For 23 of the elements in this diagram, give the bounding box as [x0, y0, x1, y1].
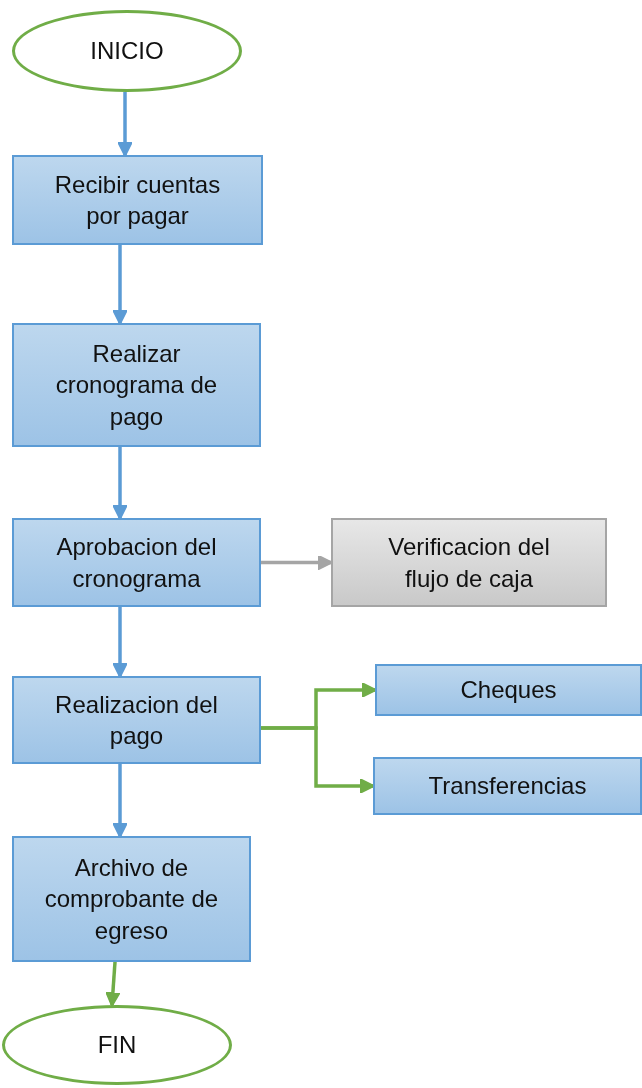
node-text: Recibir cuentas por pagar [53, 169, 222, 231]
process-box [375, 664, 642, 716]
node-text: Aprobacion del cronograma [55, 532, 218, 594]
arrow [112, 764, 128, 839]
node-text: Verificacion del flujo de caja [387, 532, 551, 594]
node-text: Cheques [459, 675, 558, 706]
node-text: Realizacion del pago [54, 689, 219, 751]
arrow [112, 607, 128, 679]
arrow [112, 447, 128, 521]
process-box [12, 155, 263, 245]
node-text: Archivo de comprobante de egreso [43, 853, 220, 946]
process-box [373, 757, 642, 815]
process-box [331, 518, 607, 607]
process-box [12, 836, 251, 962]
process-box [12, 676, 261, 764]
node-text: Realizar cronograma de pago [54, 339, 219, 432]
process-box [12, 323, 261, 447]
process-box [12, 518, 261, 607]
node-text: FIN [96, 1030, 138, 1061]
node-text: Transferencias [427, 771, 588, 802]
arrow [117, 92, 133, 158]
node-text: INICIO [89, 36, 165, 67]
arrow [112, 245, 128, 326]
